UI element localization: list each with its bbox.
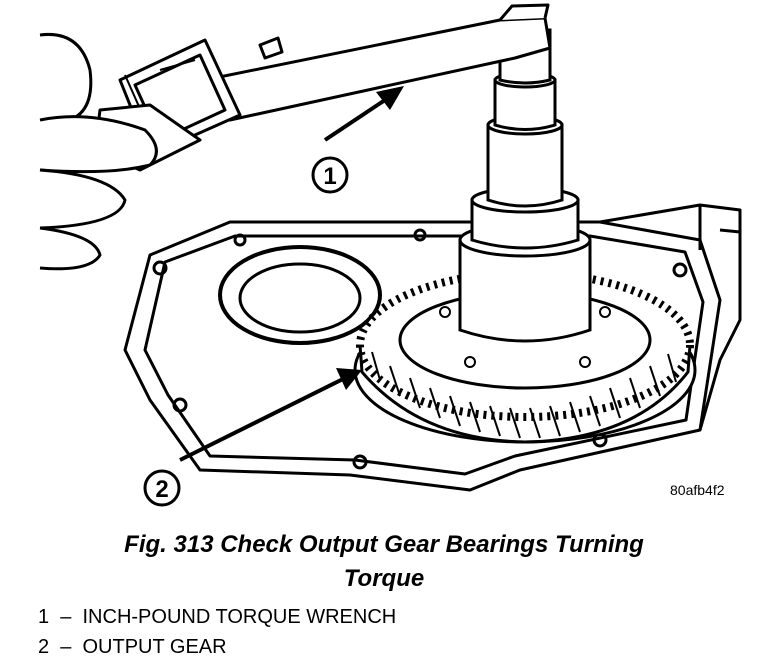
legend-number: 2 — [38, 636, 50, 658]
callout-1: 1 — [311, 156, 349, 194]
legend: 1 – INCH-POUND TORQUE WRENCH 2 – OUTPUT … — [38, 602, 396, 662]
caption-line-2: Torque — [343, 565, 425, 592]
torque-wrench — [93, 3, 552, 172]
torque-check-illustration: 1 2 — [39, 3, 742, 507]
legend-dash: – — [60, 636, 72, 658]
callout-arrow-1 — [323, 86, 404, 142]
legend-number: 1 — [38, 606, 50, 628]
callout-arrow-2 — [179, 368, 362, 462]
legend-item: 1 – INCH-POUND TORQUE WRENCH — [38, 602, 396, 632]
legend-label: INCH-POUND TORQUE WRENCH — [82, 606, 397, 628]
legend-label: OUTPUT GEAR — [82, 636, 227, 658]
legend-dash: – — [60, 606, 72, 628]
figure-code: 80afb4f2 — [670, 482, 725, 498]
legend-item: 2 – OUTPUT GEAR — [38, 632, 396, 662]
callout-1-number: 1 — [323, 163, 336, 190]
caption-line-1: Fig. 313 Check Output Gear Bearings Turn… — [124, 531, 644, 558]
output-shaft — [458, 28, 592, 343]
callout-2-number: 2 — [155, 476, 168, 503]
figure-caption: Fig. 313 Check Output Gear Bearings Turn… — [0, 528, 768, 596]
hand — [39, 32, 158, 271]
callout-2: 2 — [143, 469, 181, 507]
